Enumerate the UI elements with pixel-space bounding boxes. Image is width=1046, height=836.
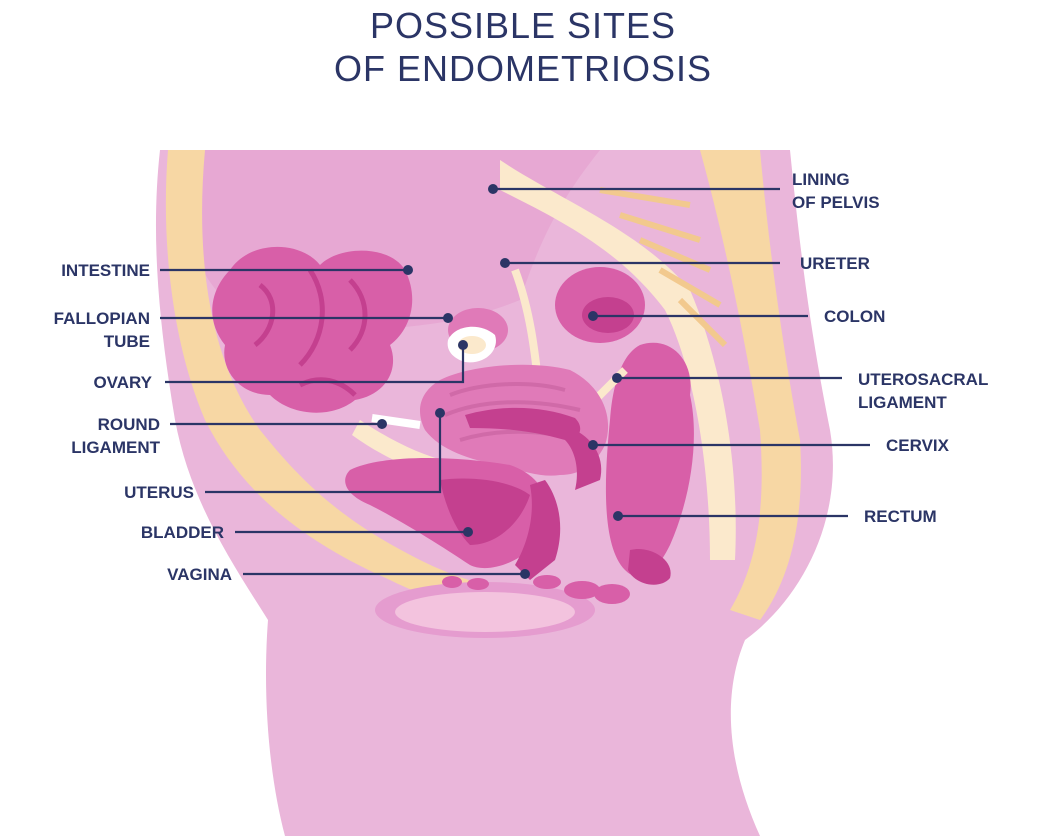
label-round-line-1: ROUND [0,413,160,436]
label-vagina-text: VAGINA [0,563,232,586]
label-colon-text: COLON [824,305,885,328]
marker-lining [488,184,498,194]
label-ureter-text: URETER [800,252,870,275]
perineum-mark-1 [442,576,462,588]
marker-uterosacral [612,373,622,383]
label-vagina: VAGINA [0,563,232,586]
marker-intestine [403,265,413,275]
label-round-ligament: ROUND LIGAMENT [0,413,160,459]
marker-uterus [435,408,445,418]
label-rectum-text: RECTUM [864,505,937,528]
pelvic-floor-inner [395,592,575,632]
marker-ovary [458,340,468,350]
marker-bladder [463,527,473,537]
label-fallopian-line-2: TUBE [0,330,150,353]
perineum-mark-2 [467,578,489,590]
label-cervix-text: CERVIX [886,434,949,457]
label-uterosacral-line-2: LIGAMENT [858,391,988,414]
marker-vagina [520,569,530,579]
marker-round [377,419,387,429]
label-uterosacral-ligament: UTEROSACRAL LIGAMENT [858,368,988,414]
label-ureter: URETER [800,252,870,275]
marker-cervix [588,440,598,450]
label-ovary-text: OVARY [0,371,152,394]
label-uterosacral-line-1: UTEROSACRAL [858,368,988,391]
perineum-mark-3 [533,575,561,589]
label-bladder-text: BLADDER [0,521,224,544]
label-lining-line-2: OF PELVIS [792,191,880,214]
label-cervix: CERVIX [886,434,949,457]
label-ovary: OVARY [0,371,152,394]
label-lining-of-pelvis: LINING OF PELVIS [792,168,880,214]
marker-ureter [500,258,510,268]
label-colon: COLON [824,305,885,328]
label-fallopian-line-1: FALLOPIAN [0,307,150,330]
marker-colon [588,311,598,321]
label-intestine: INTESTINE [0,259,150,282]
perineum-mark-5 [594,584,630,604]
label-uterus-text: UTERUS [0,481,194,504]
marker-fallopian [443,313,453,323]
label-uterus: UTERUS [0,481,194,504]
label-intestine-text: INTESTINE [0,259,150,282]
marker-rectum [613,511,623,521]
label-round-line-2: LIGAMENT [0,436,160,459]
label-fallopian-tube: FALLOPIAN TUBE [0,307,150,353]
label-lining-line-1: LINING [792,168,880,191]
label-rectum: RECTUM [864,505,937,528]
label-bladder: BLADDER [0,521,224,544]
